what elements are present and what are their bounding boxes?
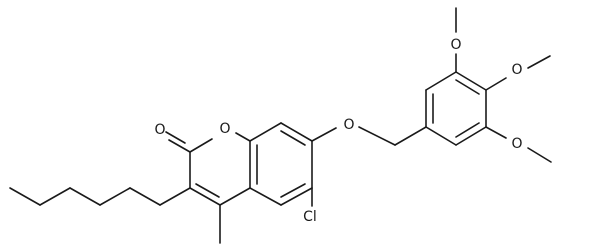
ether-oxygen-label: O xyxy=(343,117,354,133)
chlorine-label: Cl xyxy=(303,209,317,225)
bond xyxy=(219,187,251,206)
bond xyxy=(394,126,427,146)
bond xyxy=(280,130,306,146)
benzyl-linker xyxy=(358,126,427,146)
bond xyxy=(280,122,313,142)
atom-labels: O O O Cl O O O xyxy=(154,37,522,225)
bond xyxy=(195,183,220,198)
bond xyxy=(527,55,551,69)
bond xyxy=(455,79,480,95)
bond xyxy=(159,187,191,206)
methoxy-bottom-oxygen-label: O xyxy=(511,136,522,152)
hexyl-chain xyxy=(9,187,191,206)
bond xyxy=(189,187,221,206)
bond xyxy=(189,138,213,153)
bond xyxy=(235,132,251,142)
bond xyxy=(165,131,186,144)
pyranone-ring xyxy=(165,131,251,244)
bond xyxy=(358,126,396,146)
methoxy-top-oxygen-label: O xyxy=(450,37,461,53)
trimethoxyphenyl-ring xyxy=(425,7,552,163)
bond xyxy=(39,187,71,206)
bond xyxy=(311,127,337,142)
bond xyxy=(425,71,457,91)
bond xyxy=(249,187,282,206)
bond xyxy=(168,139,191,153)
carbonyl-oxygen-label: O xyxy=(154,122,165,138)
bond xyxy=(99,187,131,206)
bond xyxy=(425,126,457,146)
benzo-ring xyxy=(249,122,337,207)
bond xyxy=(129,187,161,206)
methoxy-middle-oxygen-label: O xyxy=(511,62,522,78)
bond xyxy=(455,71,487,91)
bond xyxy=(455,122,480,138)
bond xyxy=(9,187,41,206)
bond xyxy=(249,122,282,142)
bond xyxy=(527,147,552,163)
bond xyxy=(485,126,507,139)
bond xyxy=(280,183,306,198)
bond xyxy=(69,187,101,206)
bond xyxy=(280,187,313,206)
ring-oxygen-label: O xyxy=(219,121,230,137)
bond xyxy=(485,77,507,91)
bond xyxy=(455,126,487,146)
